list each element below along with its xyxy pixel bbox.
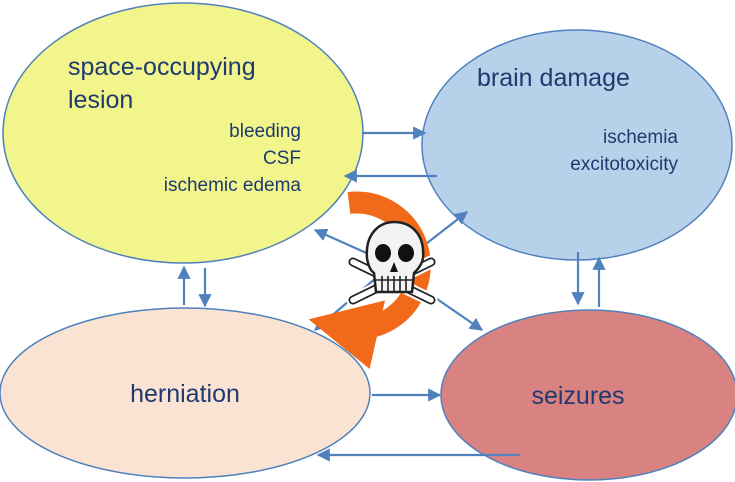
skull-and-crossbones-icon	[346, 220, 438, 307]
lesion-title-line1: space-occupying	[68, 53, 256, 81]
lesion-title-line2: lesion	[68, 86, 133, 114]
lesion-detail-csf: CSF	[263, 148, 301, 169]
herniation-title: herniation	[130, 380, 240, 408]
brain-damage-title: brain damage	[477, 64, 630, 92]
brain-damage-detail-excitotoxicity: excitotoxicity	[570, 154, 678, 175]
seizures-title: seizures	[531, 382, 624, 410]
lesion-detail-ischemic-edema: ischemic edema	[164, 175, 302, 196]
lesion-node	[2, 2, 364, 264]
brain-damage-detail-ischemia: ischemia	[603, 127, 678, 148]
herniation-node	[0, 307, 371, 479]
lesion-detail-bleeding: bleeding	[229, 121, 301, 142]
